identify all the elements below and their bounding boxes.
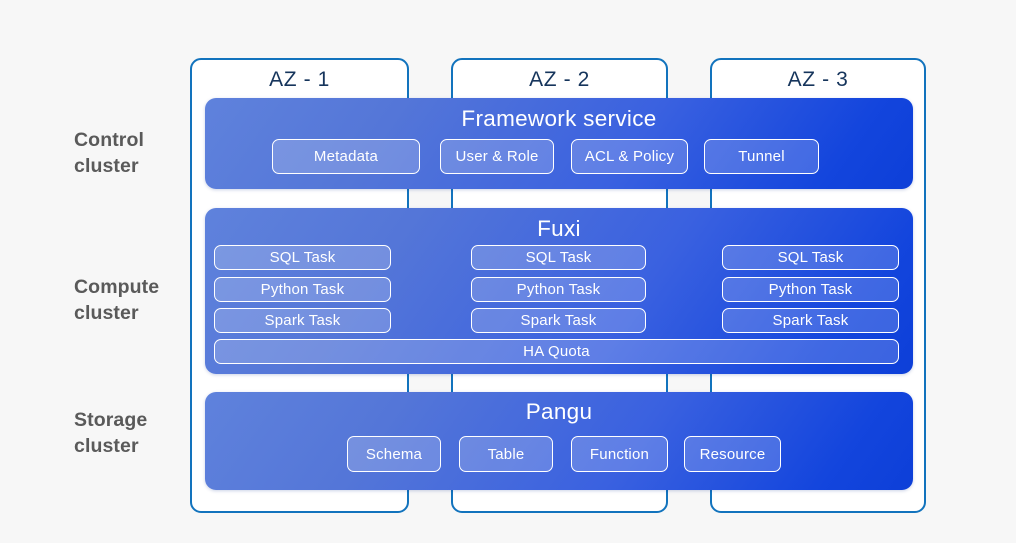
- az-title-1: AZ - 1: [269, 68, 330, 91]
- component-schema[interactable]: Schema: [347, 436, 441, 472]
- component-resource[interactable]: Resource: [684, 436, 781, 472]
- row-label-control-cluster: Control cluster: [74, 129, 145, 177]
- component-ha-quota[interactable]: HA Quota: [214, 339, 899, 364]
- component-metadata[interactable]: Metadata: [272, 139, 420, 174]
- task-python-az1[interactable]: Python Task: [214, 277, 391, 302]
- band-title-fuxi: Fuxi: [537, 216, 581, 241]
- band-fuxi: Fuxi: [205, 208, 913, 374]
- task-python-az3[interactable]: Python Task: [722, 277, 899, 302]
- row-label-compute-cluster: Compute cluster: [74, 276, 160, 324]
- task-spark-az1[interactable]: Spark Task: [214, 308, 391, 333]
- row-label-storage-cluster: Storage cluster: [74, 409, 148, 457]
- band-pangu: Pangu: [205, 392, 913, 490]
- task-spark-az2[interactable]: Spark Task: [471, 308, 646, 333]
- component-table[interactable]: Table: [459, 436, 553, 472]
- component-function[interactable]: Function: [571, 436, 668, 472]
- az-title-3: AZ - 3: [787, 68, 849, 91]
- task-python-az2[interactable]: Python Task: [471, 277, 646, 302]
- az-title-2: AZ - 2: [529, 68, 590, 91]
- task-sql-az3[interactable]: SQL Task: [722, 245, 899, 270]
- component-user-and-role[interactable]: User & Role: [440, 139, 554, 174]
- component-tunnel[interactable]: Tunnel: [704, 139, 819, 174]
- task-sql-az2[interactable]: SQL Task: [471, 245, 646, 270]
- component-acl-and-policy[interactable]: ACL & Policy: [571, 139, 688, 174]
- task-spark-az3[interactable]: Spark Task: [722, 308, 899, 333]
- band-title-pangu: Pangu: [525, 399, 593, 424]
- task-sql-az1[interactable]: SQL Task: [214, 245, 391, 270]
- band-title-framework-service: Framework service: [461, 106, 657, 131]
